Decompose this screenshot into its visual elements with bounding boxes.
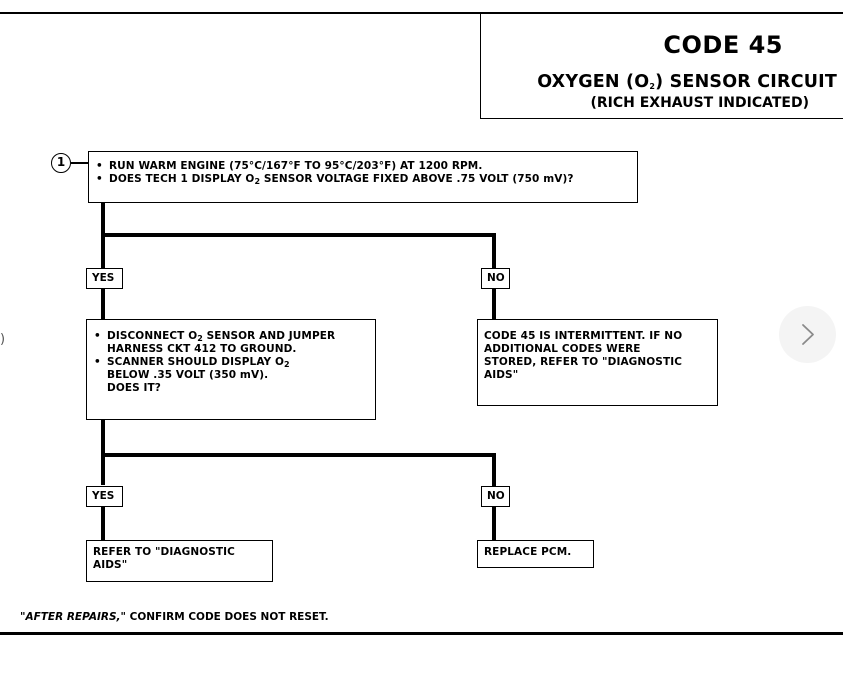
branch1-yes-tag: YES [86, 268, 123, 289]
step-connector [71, 162, 89, 164]
code-title: CODE 45 [663, 31, 783, 59]
branch2-horizontal [101, 453, 496, 457]
branch2-no-stem [492, 507, 496, 540]
branch2-no-tag: NO [481, 486, 510, 507]
branch2-no-drop [492, 453, 496, 486]
step-bullet-2: •DOES TECH 1 DISPLAY O2 SENSOR VOLTAGE F… [96, 173, 574, 186]
branch2-yes-stem [101, 507, 105, 540]
branch2-trunk [101, 420, 105, 485]
circuit-title: OXYGEN (O2) SENSOR CIRCUIT [537, 72, 837, 92]
title-block: CODE 45 OXYGEN (O2) SENSOR CIRCUIT (RICH… [480, 13, 843, 119]
branch2-yes-tag: YES [86, 486, 123, 507]
circuit-subtitle: (RICH EXHAUST INDICATED) [590, 95, 809, 111]
branch1-no-drop [492, 233, 496, 268]
branch1-yes-stem [101, 289, 105, 319]
step-bullet-1: •RUN WARM ENGINE (75°C/167°F TO 95°C/203… [96, 160, 483, 172]
next-button[interactable] [779, 306, 836, 363]
refer-diagnostic-box: REFER TO "DIAGNOSTIC AIDS" [86, 540, 273, 582]
replace-pcm-box: REPLACE PCM. [477, 540, 594, 568]
edge-mark: ) [0, 332, 6, 347]
branch1-no-stem [492, 289, 496, 319]
top-rule [0, 12, 843, 14]
footer-note: "AFTER REPAIRS," CONFIRM CODE DOES NOT R… [20, 611, 329, 623]
branch1-no-tag: NO [481, 268, 510, 289]
step-box: •RUN WARM ENGINE (75°C/167°F TO 95°C/203… [88, 151, 638, 203]
step-number-marker: 1 [51, 153, 71, 173]
bottom-rule [0, 632, 843, 635]
intermittent-box: CODE 45 IS INTERMITTENT. IF NO ADDITIONA… [477, 319, 718, 406]
chevron-right-icon [802, 324, 814, 345]
branch1-horizontal [101, 233, 496, 237]
